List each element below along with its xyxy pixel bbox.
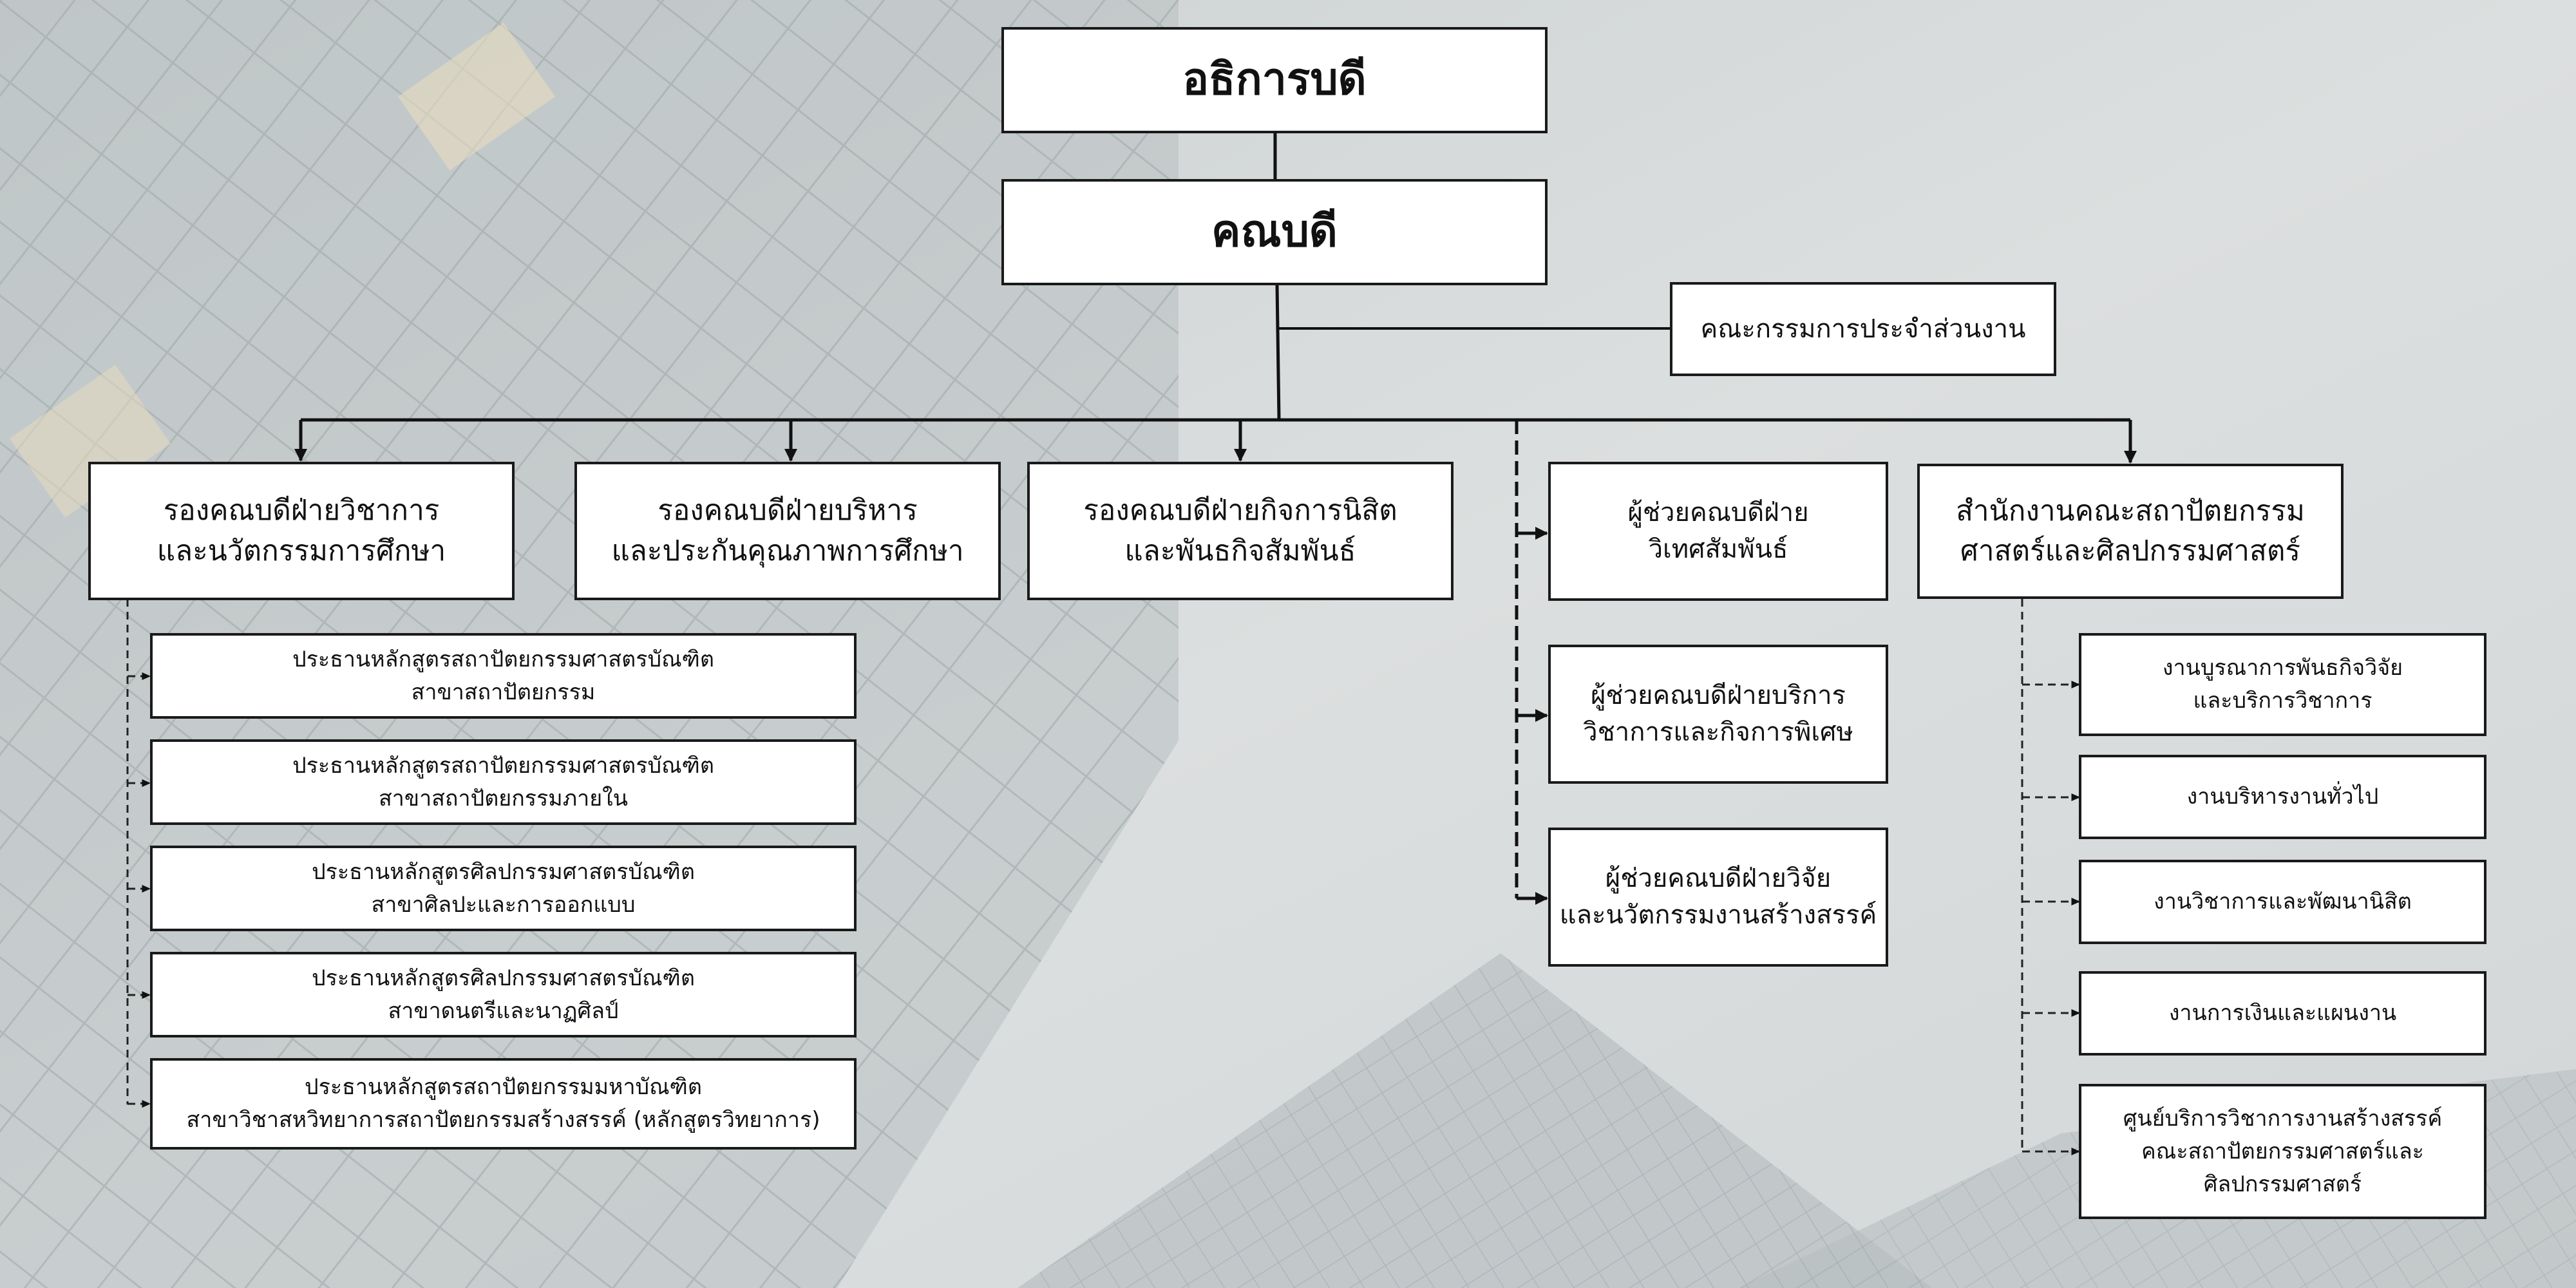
vice-dean-academic-box: รองคณบดีฝ่ายวิชาการ และนวัตกรรมการศึกษา xyxy=(88,462,515,600)
program-interior-box: ประธานหลักสูตรสถาปัตยกรรมศาสตรบัณฑิต สาข… xyxy=(150,739,857,825)
assistant-international-box: ผู้ช่วยคณบดีฝ่าย วิเทศสัมพันธ์ xyxy=(1548,462,1888,601)
program-music-dance-box: ประธานหลักสูตรศิลปกรรมศาสตรบัณฑิต สาขาดน… xyxy=(150,952,857,1037)
president-box: อธิการบดี xyxy=(1001,27,1548,133)
dean-box: คณบดี xyxy=(1001,179,1548,285)
unit-academic-student-box: งานวิชาการและพัฒนานิสิต xyxy=(2079,860,2486,944)
vice-dean-student-box: รองคณบดีฝ่ายกิจการนิสิต และพันธกิจสัมพัน… xyxy=(1027,462,1454,600)
assistant-research-box: ผู้ช่วยคณบดีฝ่ายวิจัย และนวัตกรรมงานสร้า… xyxy=(1548,828,1888,967)
unit-general-admin-box: งานบริหารงานทั่วไป xyxy=(2079,755,2486,839)
vice-dean-admin-box: รองคณบดีฝ่ายบริหาร และประกันคุณภาพการศึก… xyxy=(574,462,1001,600)
faculty-office-box: สำนักงานคณะสถาปัตยกรรม ศาสตร์และศิลปกรรม… xyxy=(1917,464,2344,599)
assistant-service-box: ผู้ช่วยคณบดีฝ่ายบริการ วิชาการและกิจการพ… xyxy=(1548,645,1888,784)
unit-finance-plan-box: งานการเงินและแผนงาน xyxy=(2079,971,2486,1056)
program-art-design-box: ประธานหลักสูตรศิลปกรรมศาสตรบัณฑิต สาขาศิ… xyxy=(150,846,857,931)
unit-creative-center-box: ศูนย์บริการวิชาการงานสร้างสรรค์ คณะสถาปั… xyxy=(2079,1084,2486,1219)
committee-box: คณะกรรมการประจำส่วนงาน xyxy=(1670,282,2056,376)
program-architecture-box: ประธานหลักสูตรสถาปัตยกรรมศาสตรบัณฑิต สาข… xyxy=(150,633,857,719)
program-master-box: ประธานหลักสูตรสถาปัตยกรรมมหาบัณฑิต สาขาว… xyxy=(150,1058,857,1150)
unit-research-service-box: งานบูรณาการพันธกิจวิจัย และบริการวิชาการ xyxy=(2079,633,2486,736)
